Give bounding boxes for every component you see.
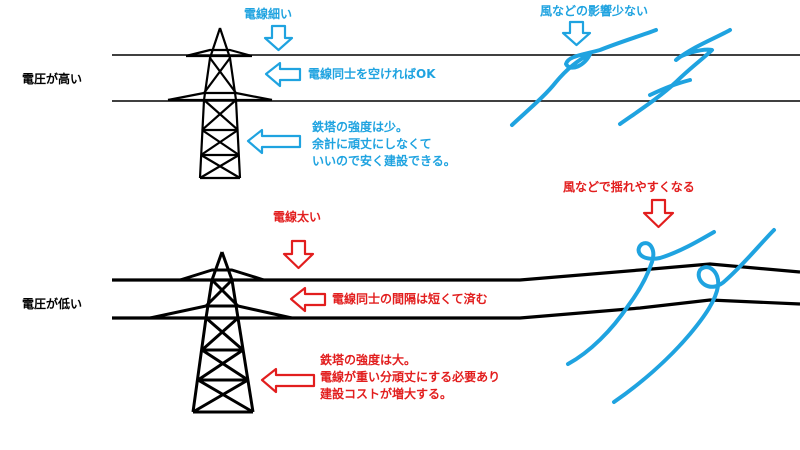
low-voltage-label: 電圧が低い — [22, 297, 83, 311]
arrow-left-strong-tower-icon — [260, 367, 316, 394]
low-voltage-tower-note-line-2: 電線が重い分頑丈にする必要あり — [320, 370, 501, 384]
wind-scribble-small — [510, 28, 732, 127]
arrow-down-thick-wire-icon — [282, 239, 315, 270]
arrow-down-sway-icon — [642, 198, 675, 229]
low-voltage-section — [112, 198, 800, 414]
high-voltage-tower-note: 鉄塔の強度は少。 余計に頑丈にしなくて いいので安く建設できる。 — [312, 119, 456, 170]
high-voltage-section — [112, 20, 800, 180]
arrow-down-wire-icon — [263, 24, 294, 52]
arrow-left-narrow-spacing-icon — [289, 286, 327, 313]
low-voltage-wind-note: 風などで揺れやすくなる — [563, 180, 695, 194]
high-voltage-label: 電圧が高い — [22, 72, 83, 86]
high-voltage-tower-note-line-3: いいので安く建設できる。 — [312, 154, 456, 168]
high-voltage-wire-note: 電線細い — [244, 7, 293, 21]
arrow-left-spacing-icon — [264, 61, 302, 88]
high-voltage-tower — [167, 27, 273, 180]
high-voltage-tower-note-line-2: 余計に頑丈にしなくて — [312, 137, 432, 151]
high-voltage-tower-note-line-1: 鉄塔の強度は少。 — [312, 120, 409, 134]
high-voltage-wind-note: 風などの影響少ない — [540, 4, 649, 18]
low-voltage-lower-wire — [112, 298, 800, 320]
low-voltage-tower-note-line-1: 鉄塔の強度は大。 — [320, 353, 417, 367]
wind-scribble-large — [566, 228, 776, 404]
low-voltage-spacing-note: 電線同士の間隔は短くて済む — [332, 292, 488, 306]
low-voltage-wire-note: 電線太い — [273, 210, 322, 224]
high-voltage-spacing-note: 電線同士を空ければOK — [308, 67, 436, 81]
arrow-down-wind-icon — [561, 20, 592, 47]
low-voltage-tower-note: 鉄塔の強度は大。 電線が重い分頑丈にする必要あり 建設コストが増大する。 — [320, 352, 500, 403]
low-voltage-tower-note-line-3: 建設コストが増大する。 — [320, 387, 453, 401]
arrow-left-tower-icon — [246, 128, 302, 155]
low-voltage-tower — [149, 251, 293, 414]
